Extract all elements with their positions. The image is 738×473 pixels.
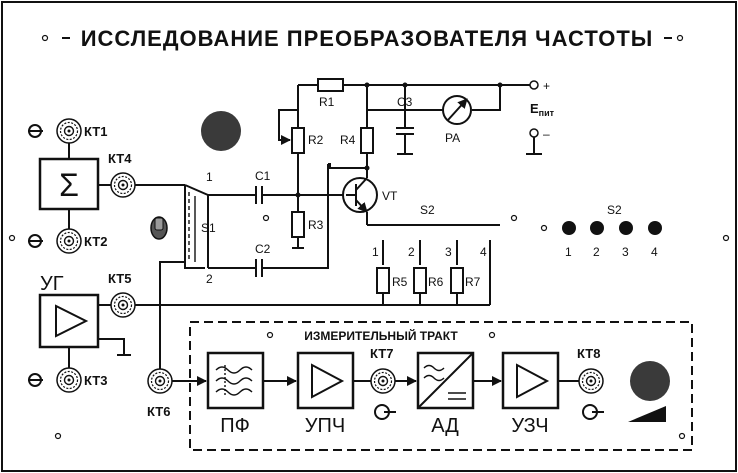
volume-ramp-icon (628, 406, 666, 422)
s1-pos1: 1 (206, 170, 213, 184)
c3-label: C3 (397, 95, 413, 109)
pa-label: PA (445, 131, 460, 145)
kt6-label: КТ6 (147, 404, 170, 419)
r5-label: R5 (392, 275, 408, 289)
r6-label: R6 (428, 275, 444, 289)
ad-label: АД (431, 415, 459, 437)
s1-toggle-switch[interactable] (150, 216, 168, 240)
power-plus: + (543, 79, 550, 93)
s1-pos2: 2 (206, 272, 213, 286)
ground-symbol (98, 338, 125, 355)
volume-knob[interactable] (630, 361, 670, 401)
s2-position-1[interactable] (562, 221, 576, 235)
kt5-label: КТ5 (108, 271, 131, 286)
sum-symbol: Σ (59, 167, 79, 203)
s2-tap-4: 4 (480, 245, 487, 259)
r1-label: R1 (319, 95, 335, 109)
s2-pos-label-3: 3 (622, 245, 629, 259)
ground-icon (27, 124, 44, 138)
generator-block (38, 293, 100, 349)
s2-pos-label-2: 2 (593, 245, 600, 259)
s2-position-3[interactable] (619, 221, 633, 235)
audio-amplifier-block (501, 351, 560, 410)
s2-tap-3: 3 (445, 245, 452, 259)
s2-position-2[interactable] (590, 221, 604, 235)
screw-icons (8, 34, 730, 440)
vt-label: VT (382, 189, 398, 203)
r3-label: R3 (308, 218, 324, 232)
kt2-label: КТ2 (84, 234, 107, 249)
s2-position-4[interactable] (648, 221, 662, 235)
connector-kt3[interactable] (56, 367, 82, 393)
connector-kt8[interactable] (578, 368, 604, 394)
upch-label: УПЧ (305, 415, 345, 437)
s2-switch-label: S2 (420, 203, 435, 217)
s2-tap-1: 1 (372, 245, 379, 259)
s2-tap-2: 2 (408, 245, 415, 259)
power-minus: – (543, 127, 550, 141)
ground-icon (27, 373, 44, 387)
r7-label: R7 (465, 275, 481, 289)
connector-kt7[interactable] (370, 368, 396, 394)
kt1-label: КТ1 (84, 124, 107, 139)
pf-label: ПФ (220, 415, 250, 437)
connector-kt5[interactable] (110, 292, 136, 318)
ground-icon (374, 404, 396, 420)
s1-label: S1 (201, 221, 216, 235)
kt8-label: КТ8 (577, 346, 600, 361)
connector-kt1[interactable] (56, 118, 82, 144)
connector-kt2[interactable] (56, 228, 82, 254)
r4-label: R4 (340, 133, 356, 147)
connector-kt6[interactable] (147, 368, 173, 394)
if-amplifier-block (296, 351, 355, 410)
measurement-path-frame (189, 321, 693, 451)
s2-pos-label-1: 1 (565, 245, 572, 259)
panel-title: ИССЛЕДОВАНИЕ ПРЕОБРАЗОВАТЕЛЯ ЧАСТОТЫ (81, 26, 654, 51)
connector-kt4[interactable] (110, 172, 136, 198)
kt3-label: КТ3 (84, 373, 107, 388)
ug-label: УГ (40, 273, 64, 295)
r2-label: R2 (308, 133, 324, 147)
kt4-label: КТ4 (108, 151, 132, 166)
uzch-label: УЗЧ (511, 415, 548, 437)
ground-icon (582, 404, 604, 420)
c2-label: C2 (255, 242, 271, 256)
measurement-path-label: ИЗМЕРИТЕЛЬНЫЙ ТРАКТ (304, 328, 458, 343)
s2-pos-label-4: 4 (651, 245, 658, 259)
c1-label: C1 (255, 169, 271, 183)
s2-selector-label: S2 (607, 203, 622, 217)
power-label: Eпит (530, 101, 555, 118)
ground-icon (27, 234, 44, 248)
kt7-label: КТ7 (370, 346, 393, 361)
generator-knob[interactable] (201, 111, 241, 151)
